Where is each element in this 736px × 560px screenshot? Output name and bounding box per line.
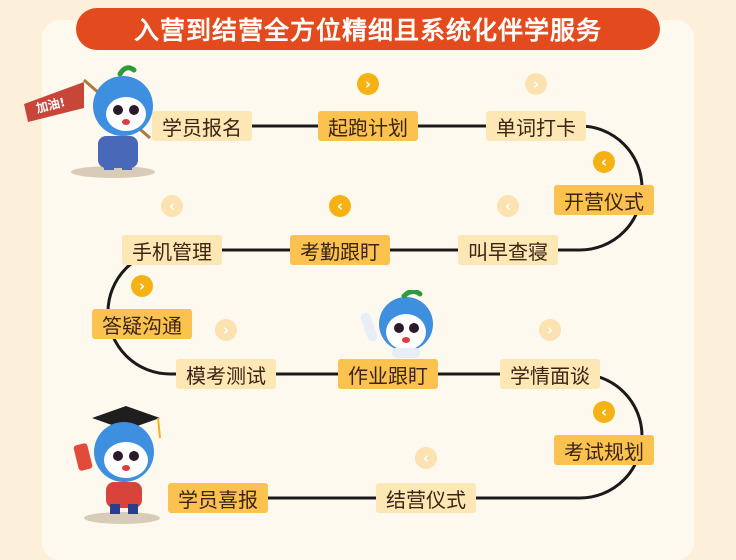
flow-node: 结营仪式 (376, 483, 476, 513)
chevron-left-icon: ‹ (497, 195, 519, 217)
page-title: 入营到结营全方位精细且系统化伴学服务 (76, 8, 660, 50)
flow-node: 学情面谈 (500, 359, 600, 389)
chevron-left-icon: ‹ (329, 195, 351, 217)
flow-node: 作业跟盯 (338, 359, 438, 389)
flow-node: 单词打卡 (486, 111, 586, 141)
mascot-graduate-icon (73, 406, 161, 524)
chevron-right-icon: › (131, 275, 153, 297)
flow-node: 答疑沟通 (92, 309, 192, 339)
flow-node: 考试规划 (554, 435, 654, 465)
chevron-left-icon: ‹ (593, 401, 615, 423)
mascot-running-icon: 加油! (24, 65, 155, 178)
chevron-left-icon: ‹ (593, 151, 615, 173)
flag-text: 加油! (33, 94, 66, 116)
chevron-left-icon: ‹ (415, 447, 437, 469)
chevron-right-icon: › (539, 319, 561, 341)
chevron-right-icon: › (215, 319, 237, 341)
flow-node: 叫早查寝 (458, 235, 558, 265)
chevron-right-icon: › (357, 73, 379, 95)
flow-node: 考勤跟盯 (290, 235, 390, 265)
chevron-left-icon: ‹ (161, 195, 183, 217)
flow-node: 起跑计划 (318, 111, 418, 141)
chevron-right-icon: › (525, 73, 547, 95)
mascot-waving-icon (360, 290, 433, 358)
flow-node: 手机管理 (122, 235, 222, 265)
flow-node: 学员报名 (152, 111, 252, 141)
flow-node: 学员喜报 (168, 483, 268, 513)
flow-node: 模考测试 (176, 359, 276, 389)
flow-node: 开营仪式 (554, 185, 654, 215)
